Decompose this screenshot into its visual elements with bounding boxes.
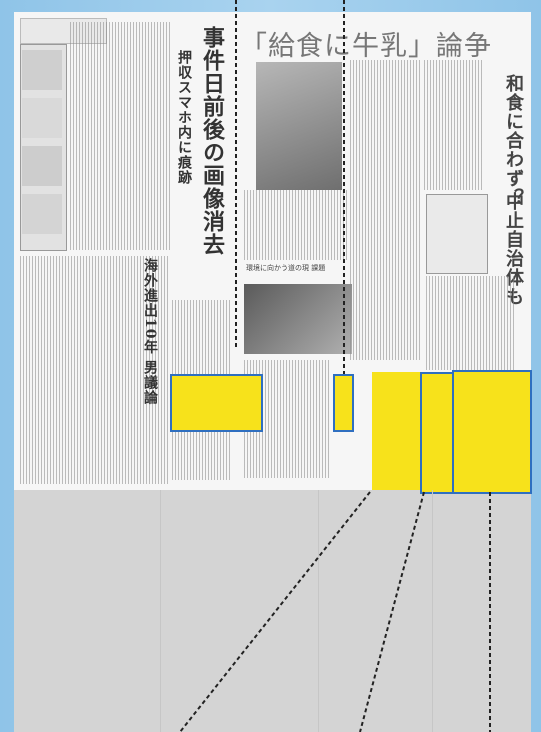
article-title: 「給食に牛乳」論争	[240, 31, 492, 62]
column-divider	[318, 490, 319, 732]
comic-panel	[22, 50, 62, 90]
subheadline-left: 押収スマホ内に痕跡	[176, 50, 192, 185]
article-text-block	[426, 276, 516, 370]
highlight-box	[420, 372, 456, 494]
highlight-box	[170, 374, 263, 432]
highlight-box	[372, 372, 420, 490]
comic-panel	[22, 146, 62, 186]
column-divider	[432, 490, 433, 732]
column-divider	[160, 490, 161, 732]
article-text-block	[244, 190, 348, 260]
chart-box	[426, 194, 488, 274]
headline-right-1: 和食に合わず？	[503, 74, 524, 207]
guide-line	[359, 491, 425, 732]
article-text-block	[20, 256, 170, 484]
comic-panel	[22, 98, 62, 138]
article-text-block	[350, 60, 420, 360]
guide-line	[179, 491, 371, 732]
article-photo	[244, 284, 352, 354]
photo-caption: 環境に向かう道の現 課題	[246, 264, 326, 272]
comic-panel	[22, 194, 62, 234]
headline-lower-left: 海外進出10年 男議論	[142, 258, 158, 406]
article-text-block	[70, 22, 170, 250]
highlight-box	[333, 374, 354, 432]
article-text-block	[424, 60, 484, 190]
article-photo	[256, 62, 342, 190]
headline-left: 事件日前後の画像消去	[199, 26, 225, 256]
highlight-box	[452, 370, 532, 494]
